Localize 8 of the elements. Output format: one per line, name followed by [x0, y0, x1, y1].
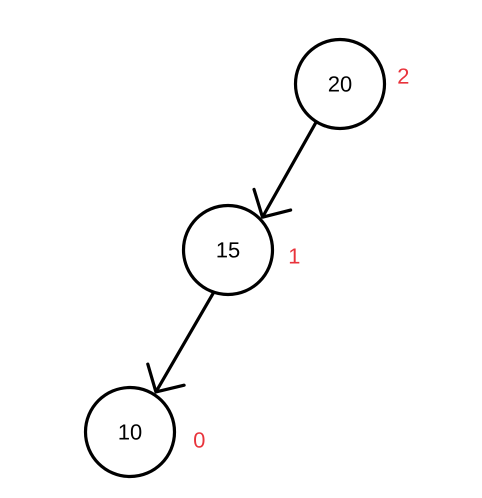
height-number: 1	[290, 248, 300, 264]
arrow	[252, 122, 318, 219]
circle-node: 10	[84, 386, 176, 478]
circle-node: 20	[294, 38, 386, 130]
height-number: 0	[194, 432, 205, 448]
circle-node: 15	[182, 204, 274, 296]
height-number: 2	[398, 68, 408, 84]
arrow	[146, 292, 215, 394]
